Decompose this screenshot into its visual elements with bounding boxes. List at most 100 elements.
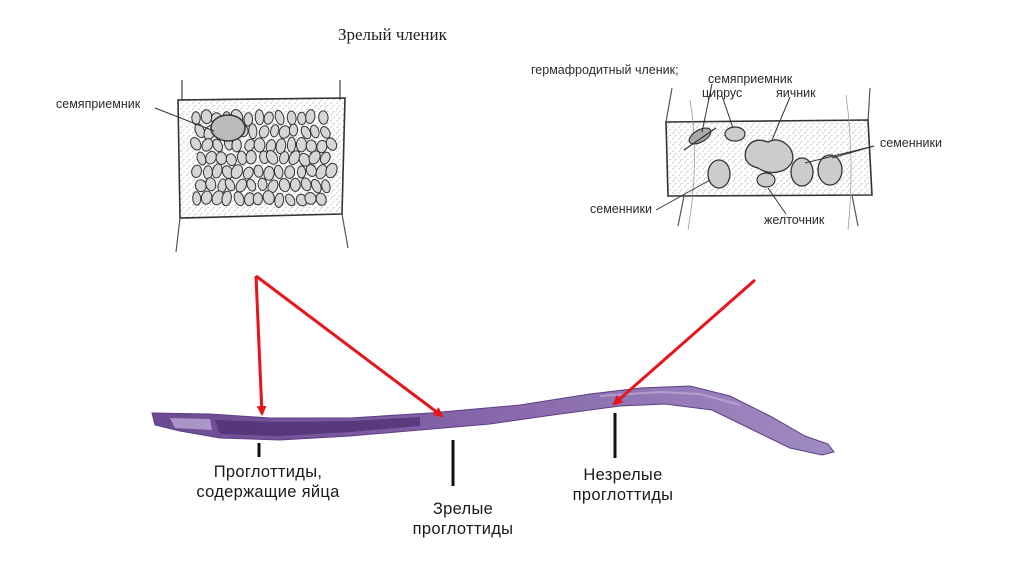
egg-cell bbox=[284, 165, 296, 179]
egg-cell bbox=[295, 137, 308, 153]
caption-gravid-line2: содержащие яйца bbox=[196, 483, 340, 501]
tapeworm-specimen bbox=[151, 385, 835, 456]
egg-cell bbox=[242, 166, 254, 180]
egg-cell bbox=[296, 165, 307, 179]
egg-cell bbox=[233, 191, 245, 207]
egg-cell bbox=[318, 110, 329, 125]
vitellarium-organ bbox=[756, 172, 776, 188]
egg-cell bbox=[248, 123, 258, 140]
arrow-to-immature bbox=[612, 278, 756, 406]
egg-cell bbox=[304, 192, 317, 205]
label-seminal-receptacle-herm: семяприемник bbox=[708, 72, 793, 86]
egg-cell bbox=[263, 166, 275, 181]
testis-left bbox=[707, 159, 731, 189]
egg-cell bbox=[265, 150, 279, 165]
egg-cell bbox=[254, 109, 265, 126]
egg-cell bbox=[192, 191, 202, 206]
caption-immature-proglottids: Незрелые проглоттиды bbox=[548, 465, 698, 505]
caption-mature-line1: Зрелые bbox=[432, 500, 494, 518]
cirrus-organ bbox=[688, 127, 712, 145]
ovary-organ bbox=[744, 139, 794, 174]
worm-gravid-dark-region bbox=[215, 417, 420, 436]
egg-cell bbox=[257, 177, 268, 191]
egg-cell bbox=[300, 177, 312, 192]
egg-cell bbox=[308, 150, 321, 165]
egg-cell bbox=[212, 138, 224, 153]
arrow-to-gravid bbox=[254, 275, 267, 416]
egg-cell bbox=[310, 178, 322, 194]
egg-cell bbox=[205, 177, 217, 192]
testis-right-2 bbox=[817, 154, 843, 186]
seminal-receptacle-herm bbox=[724, 126, 746, 142]
egg-cell bbox=[278, 151, 290, 165]
egg-cell bbox=[285, 193, 296, 207]
egg-cell bbox=[245, 150, 257, 165]
worm-body bbox=[151, 385, 835, 456]
label-seminal-receptacle-mature: семяприемник bbox=[56, 97, 141, 111]
egg-cell bbox=[300, 125, 312, 140]
region-tick-marks bbox=[257, 413, 617, 486]
segment-top-stub bbox=[181, 80, 341, 100]
egg-cell bbox=[263, 111, 274, 125]
caption-mature-line2: проглоттиды bbox=[412, 520, 514, 538]
caption-mature-proglottids: Зрелые проглоттиды bbox=[388, 499, 538, 539]
egg-cell bbox=[319, 151, 331, 165]
egg-cell bbox=[275, 138, 287, 155]
egg-cell bbox=[202, 165, 213, 180]
egg-cell bbox=[225, 153, 237, 167]
egg-cell bbox=[252, 192, 263, 206]
egg-cell bbox=[205, 150, 217, 165]
egg-cell bbox=[305, 109, 316, 125]
label-cirrus: циррус bbox=[702, 86, 743, 100]
egg-cell bbox=[274, 109, 285, 126]
egg-cell bbox=[201, 138, 214, 152]
egg-cell bbox=[325, 162, 338, 179]
hermaphrodite-leader-lines bbox=[655, 83, 875, 215]
title-mature-proglottid: Зрелый членик bbox=[338, 25, 447, 44]
mature-proglottid-drawing bbox=[154, 80, 349, 253]
egg-cell bbox=[274, 192, 285, 208]
egg-cell bbox=[315, 192, 327, 206]
egg-cell bbox=[278, 177, 291, 193]
egg-cell bbox=[286, 136, 297, 153]
egg-cell bbox=[253, 164, 264, 178]
egg-cell bbox=[316, 139, 328, 154]
caption-immature-line1: Незрелые bbox=[583, 466, 663, 484]
egg-cell bbox=[196, 151, 207, 166]
pointer-arrows bbox=[254, 274, 756, 418]
egg-cell bbox=[230, 164, 244, 179]
caption-immature-line2: проглоттиды bbox=[572, 486, 674, 504]
egg-cell bbox=[321, 179, 331, 194]
egg-cell bbox=[273, 164, 284, 180]
label-vitellarium: желточник bbox=[764, 213, 825, 227]
egg-cell bbox=[309, 124, 320, 139]
leader-seminal-receptacle-mature bbox=[154, 107, 215, 132]
egg-cell bbox=[221, 190, 232, 207]
egg-cell bbox=[224, 178, 236, 192]
egg-cell bbox=[253, 137, 266, 153]
label-testes-right: семенники bbox=[880, 136, 942, 150]
egg-cell bbox=[191, 164, 203, 178]
egg-cell bbox=[258, 125, 270, 139]
egg-cell bbox=[211, 163, 223, 179]
caption-gravid-line1: Проглоттиды, bbox=[213, 463, 323, 481]
arrow-to-mature bbox=[255, 274, 444, 418]
egg-cell bbox=[246, 178, 257, 192]
egg-cell bbox=[262, 190, 275, 205]
egg-cell bbox=[270, 124, 280, 138]
egg-cell bbox=[325, 137, 338, 151]
title-hermaphrodite-proglottid: гермафродитный членик; bbox=[531, 63, 679, 77]
egg-cell bbox=[297, 111, 307, 126]
caption-gravid-proglottids: Проглоттиды, содержащие яйца bbox=[168, 462, 368, 502]
label-testes-left: семенники bbox=[590, 202, 652, 216]
egg-cell bbox=[243, 112, 254, 127]
egg-cell bbox=[289, 177, 301, 192]
testis-right-1 bbox=[790, 157, 814, 187]
egg-cell bbox=[320, 126, 331, 139]
egg-cell bbox=[305, 164, 318, 177]
egg-cell bbox=[288, 123, 299, 137]
egg-cell bbox=[189, 137, 202, 151]
label-ovary: яичник bbox=[776, 86, 816, 100]
seminal-receptacle-mature bbox=[210, 114, 246, 142]
